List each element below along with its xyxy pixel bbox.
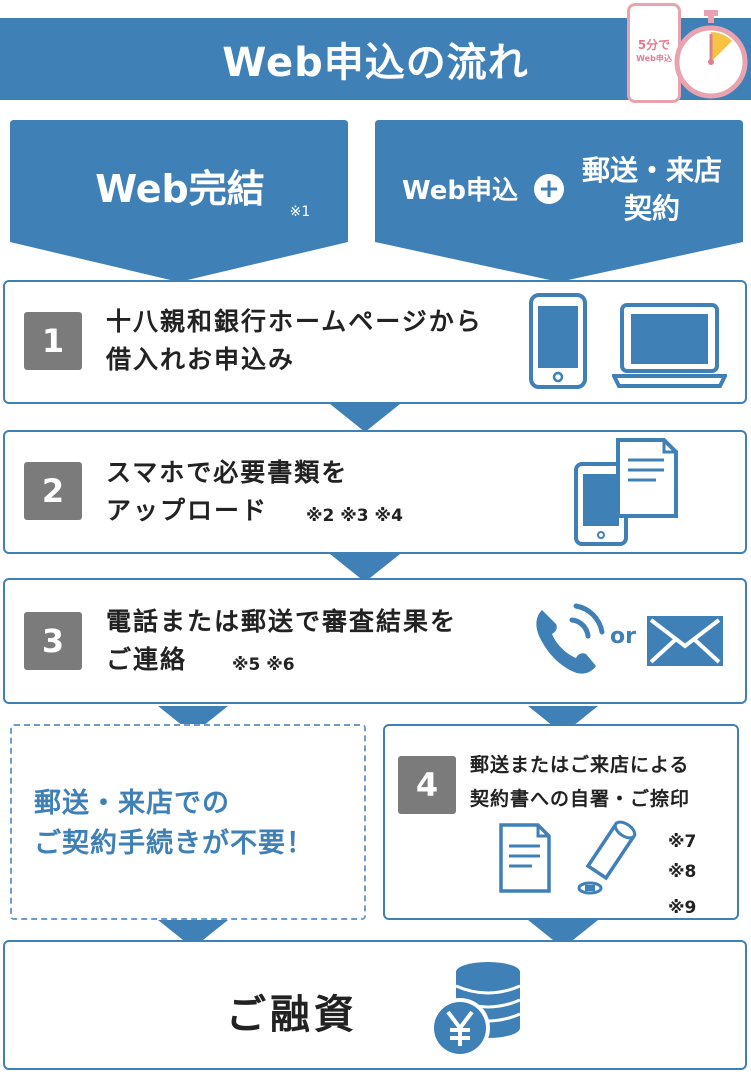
step-2-number: 2 — [24, 462, 82, 520]
step-4-text: 郵送またはご来店による 契約書への自署・ご捺印 — [470, 748, 690, 816]
badge-line1: 5分で — [637, 38, 671, 52]
yen-coins-icon — [430, 962, 521, 1058]
step-3-line1: 電話または郵送で審査結果を — [106, 607, 458, 636]
step-4-note3: ※9 — [668, 898, 697, 918]
arrow-down-final-right — [528, 920, 598, 948]
stopwatch-icon — [674, 10, 748, 99]
step-1-line1: 十八親和銀行ホームページから — [106, 307, 483, 336]
laptop-icon — [612, 303, 727, 388]
arrow-down-left — [158, 706, 228, 734]
arrow-down-2 — [330, 554, 400, 582]
no-contract-box — [10, 724, 366, 920]
mail-store-contract: 郵送・来店 契約 — [572, 150, 732, 230]
step-2-line1: スマホで必要書類を — [106, 458, 349, 487]
no-contract-line1: 郵送・来店での — [34, 788, 230, 819]
arrow-down-right — [528, 706, 598, 734]
step-3-text: 電話または郵送で審査結果を ご連絡 — [106, 603, 457, 679]
step-4-line2: 契約書への自署・ご捺印 — [470, 788, 691, 810]
document-upload-icon — [574, 438, 678, 546]
badge-text: 5分で Web申込 — [630, 38, 678, 66]
step-4-line1: 郵送またはご来店による — [470, 754, 690, 776]
no-contract-text: 郵送・来店での ご契約手続きが不要！ — [34, 784, 314, 864]
step-4-number: 4 — [398, 756, 456, 814]
step-2-text: スマホで必要書類を アップロード — [106, 454, 348, 530]
step-3-number: 3 — [24, 612, 82, 670]
contract-document-icon — [499, 823, 551, 893]
step-3-box — [3, 578, 747, 704]
arrow-down-1 — [330, 404, 400, 432]
web-complete-title: Web完結 — [95, 166, 265, 211]
mail-store-line2: 契約 — [623, 192, 680, 225]
web-complete-note: ※1 — [289, 204, 311, 220]
step-2-line2: アップロード — [106, 496, 269, 525]
step-4-note2: ※8 — [668, 862, 697, 882]
no-contract-line2: ご契約手続きが不要！ — [34, 828, 314, 859]
phone-badge — [627, 3, 681, 103]
or-label: or — [610, 624, 636, 649]
step-1-text: 十八親和銀行ホームページから 借入れお申込み — [106, 303, 483, 379]
envelope-icon — [647, 616, 723, 666]
page-title: Web申込の流れ — [222, 40, 529, 86]
step-2-notes: ※2 ※3 ※4 — [306, 506, 403, 526]
step-1-number: 1 — [24, 312, 82, 370]
step-1-line2: 借入れお申込み — [106, 345, 296, 374]
mail-store-line1: 郵送・来店 — [581, 154, 722, 187]
step-4-note1: ※7 — [668, 832, 697, 852]
plus-icon: + — [534, 174, 564, 204]
arrow-down-final-left — [158, 920, 228, 948]
phone-call-icon — [536, 603, 605, 674]
seal-stamp-icon — [577, 820, 637, 895]
header-banner — [0, 18, 751, 100]
smartphone-icon — [529, 293, 587, 389]
badge-line2: Web申込 — [636, 54, 672, 63]
web-apply-label: Web申込 — [402, 175, 518, 206]
final-label: ご融資 — [226, 992, 358, 1038]
step-3-notes: ※5 ※6 — [232, 655, 295, 675]
final-box — [3, 940, 747, 1070]
step-3-line2: ご連絡 — [106, 645, 188, 674]
